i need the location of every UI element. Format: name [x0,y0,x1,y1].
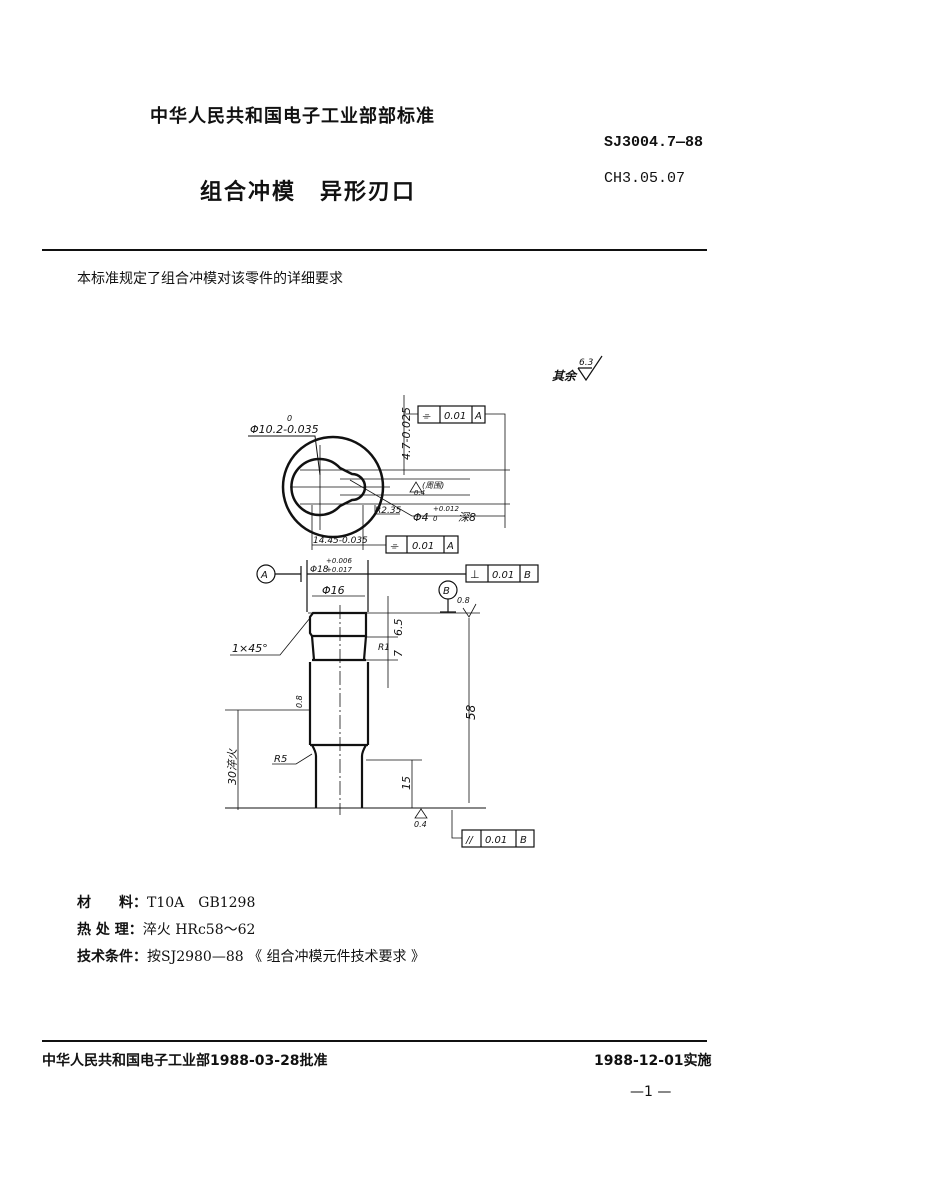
roughness-rest-label: 其余 [552,369,578,383]
roughness-rest-value: 6.3 [579,358,594,368]
dim-58: 58 [464,704,478,720]
drawing-label: T10A GB1298 [147,895,256,911]
roughness-symbol-icon [577,355,603,382]
dim-15: 15 [400,776,413,790]
standard-org-title: 中华人民共和国电子工业部部标准 [150,106,435,127]
top-view: Φ10.2-0.035 0 4.7-0.025 ⌯ 0.01 A 0.4 (周围… [248,395,510,554]
drawing-label: +0.006 [326,557,352,565]
roughness-bottom: 0.4 [414,820,427,829]
roughness-top: 0.8 [457,596,470,605]
dia-top-label: Φ10.2-0.035 [250,423,319,436]
dim-30-hardened: 30淬火 [226,748,239,785]
dim-6-5: 6.5 [392,619,405,637]
dim-4-7: 4.7-0.025 [400,407,413,460]
tol-frame-3: ⊥ 0.01 B [465,564,539,583]
roughness-inner: 0.4 [414,489,425,497]
footer-divider [42,1040,707,1042]
drawing-label: 0 [433,515,438,523]
datum-a-label: A [260,570,268,581]
drawing-label: ⌯ [390,541,399,552]
side-view: A Φ18 +0.006 +0.017 ⊥ 0.01 B B 0.8 Φ16 [225,557,539,848]
drawing-label: 0.01 [492,570,514,581]
dia-16: Φ16 [322,584,345,597]
effective-date: 1988-12-01实施 [594,1053,712,1069]
drawing-label: 按SJ2980—88 《 组合冲模元件技术要求 》 [147,949,425,965]
chamfer-label: 1×45° [232,642,268,655]
drawing-label: 淬火 HRc58～62 [142,922,256,938]
tol-frame-4: // 0.01 B [461,829,535,848]
standard-code: SJ3004.7—88 [604,134,704,151]
drawing-label: 0.01 [444,411,466,422]
radius-2-35: R2.35 [375,506,402,516]
intro-text: 本标准规定了组合冲模对该零件的详细要求 [77,271,343,287]
drawing-label: 技术条件： [77,949,147,965]
spec-heat-treatment: 热 处 理：淬火 HRc58～62 [77,919,255,939]
dia-top-upper: 0 [287,414,292,423]
spec-material: 材 料：T10A GB1298 [77,892,255,912]
hole-dia: Φ4 [413,511,429,524]
radius-r1: R1 [378,643,390,653]
drawing-label: ⊥ [470,568,480,581]
drawing-label: A [446,541,454,552]
drawing-label: +0.012 [433,505,459,513]
roughness-inner-note: (周围) [422,481,444,490]
drawing-label: +0.017 [326,566,352,574]
drawing-label: B [524,570,531,581]
tol-frame-2: ⌯ 0.01 A [385,535,459,554]
drawing-label: ⌯ [422,411,431,422]
drawing-label: 0.01 [485,835,507,846]
header-divider [42,249,707,251]
approval-date: 中华人民共和国电子工业部1988-03-28批准 [42,1053,328,1069]
radius-r5: R5 [274,754,287,765]
page-number: —1 — [630,1084,672,1100]
document-title: 组合冲模 异形刃口 [200,180,417,205]
drawing-label: 深8 [458,511,476,524]
drawing-label: A [474,411,482,422]
dim-14-45: 14.45-0.035 [313,536,368,546]
datum-b-label: B [443,586,450,597]
drawing-label: 材 料： [77,895,147,911]
spec-technical-conditions: 技术条件：按SJ2980—88 《 组合冲模元件技术要求 》 [77,946,425,966]
drawing-label: 0.01 [412,541,434,552]
drawing-label: B [520,835,527,846]
dim-7: 7 [392,650,405,657]
drawing-label: // [465,835,474,846]
category-code: CH3.05.07 [604,170,686,187]
dia-18: Φ18 [310,565,329,575]
roughness-side: 0.8 [295,695,304,708]
drawing-label: 热 处 理： [77,922,143,938]
tol-frame-1: ⌯ 0.01 A [417,405,486,424]
